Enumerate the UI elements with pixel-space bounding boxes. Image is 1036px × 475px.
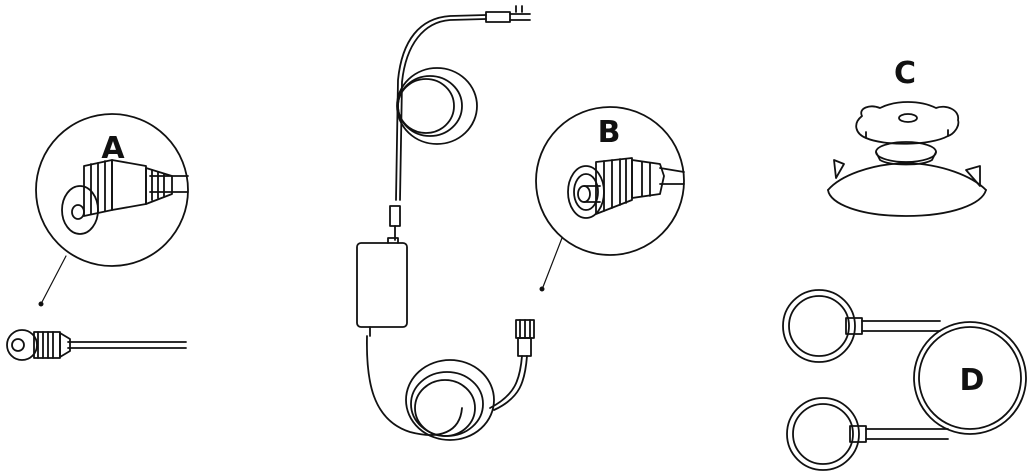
part-d: D — [782, 289, 1027, 471]
power-adapter-box — [356, 242, 408, 328]
coax-connector-icon — [6, 329, 187, 361]
label-b: B — [598, 115, 621, 150]
part-c: C — [827, 56, 987, 217]
label-a: A — [101, 131, 125, 166]
magnifier-circle-a — [35, 113, 189, 267]
part-b: B — [535, 106, 685, 292]
power-adapter-cable-icon — [356, 5, 535, 441]
threaded-connector-icon — [515, 319, 535, 357]
suction-cup-mount-icon — [827, 101, 987, 217]
magnifier-circle-b — [535, 106, 685, 256]
label-c: C — [894, 56, 916, 91]
part-a: A — [6, 113, 189, 361]
cable-ties-icon — [782, 289, 1027, 471]
coax-connector-magnified-icon — [61, 159, 189, 235]
label-d: D — [960, 363, 985, 398]
power-plug-icon — [485, 5, 531, 23]
threaded-connector-magnified-icon — [567, 157, 685, 219]
